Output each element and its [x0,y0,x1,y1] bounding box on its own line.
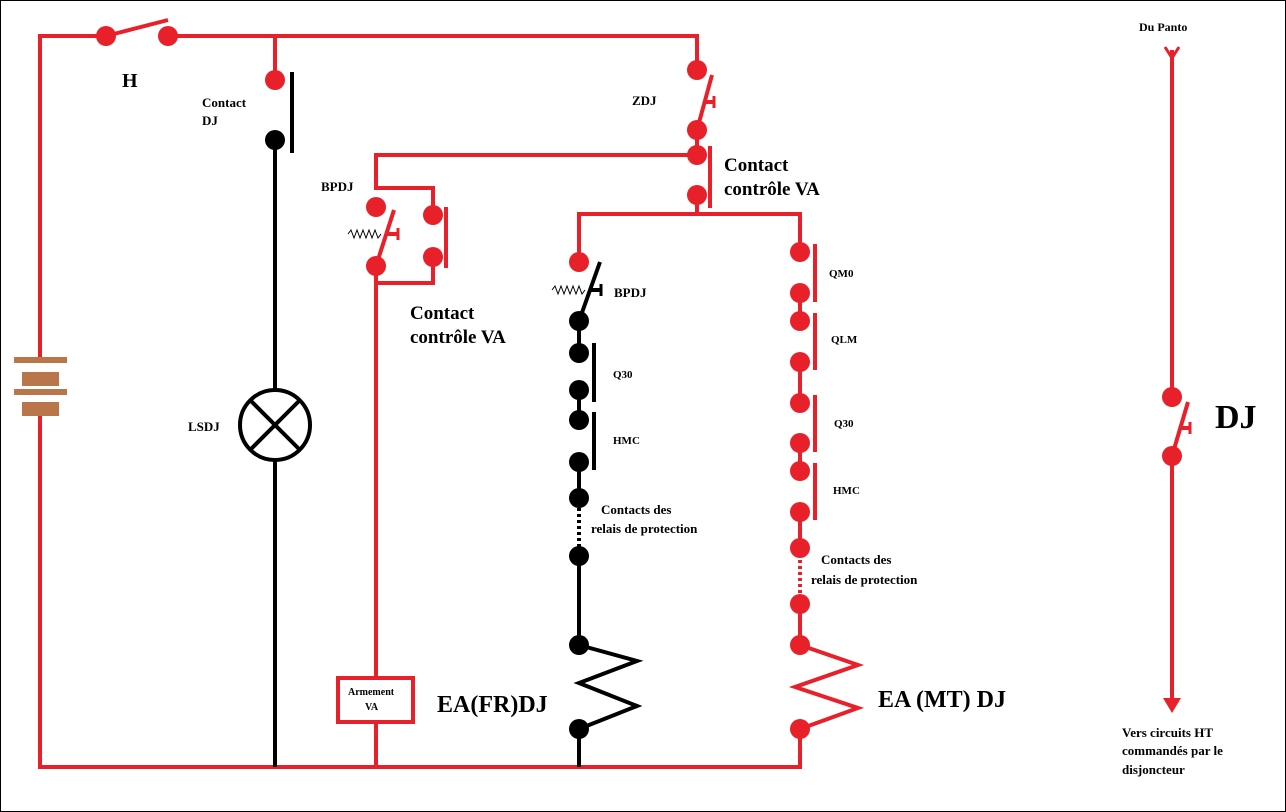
label-ea-mt: EA (MT) DJ [878,687,1006,713]
red-wiring [38,34,802,769]
label-va-left-1: Contact [410,303,475,324]
label-armement-1: Armement [348,687,395,698]
hmc-left-contact-icon [569,410,596,472]
label-armement-2: VA [365,702,379,713]
label-relais-left-1: Contacts des [601,502,671,517]
relay-right-contact-icon [790,538,810,614]
label-qlm: QLM [831,334,858,346]
label-lsdj: LSDJ [188,419,220,434]
panto-fork-icon [1163,46,1181,61]
va-top-contact-icon [687,145,712,208]
coil-mt-icon [788,635,865,739]
black-wiring [273,140,581,767]
va-left-contact-icon [423,205,448,268]
label-vers-3: disjoncteur [1122,762,1185,777]
label-q30-left: Q30 [613,369,633,381]
label-hmc-right: HMC [833,485,860,497]
lamp-icon [238,388,312,462]
label-contact-dj-2: DJ [202,113,218,128]
hmc-right-contact-icon [790,461,817,522]
relay-left-contact-icon [569,488,589,566]
contact-dj-icon [265,70,294,153]
label-relais-right-1: Contacts des [821,552,891,567]
bpdj-left-icon [347,197,400,276]
qlm-contact-icon [790,311,817,372]
label-va-top-2: contrôle VA [724,179,820,200]
armement-va-box [336,676,415,724]
label-zdj: ZDJ [632,93,657,108]
label-relais-right-2: relais de protection [811,572,918,587]
label-ea-fr: EA(FR)DJ [437,692,548,718]
label-contact-dj-1: Contact [202,95,247,110]
arrow-down-icon [1163,698,1181,713]
label-vers-2: commandés par le [1122,743,1223,758]
label-vers-1: Vers circuits HT [1122,725,1213,740]
bpdj-center-icon [551,252,603,331]
label-bpdj-center: BPDJ [614,285,647,300]
q30-right-contact-icon [790,393,817,453]
label-du-panto: Du Panto [1139,20,1187,34]
q30-left-contact-icon [569,343,596,402]
label-relais-left-2: relais de protection [591,521,698,536]
label-va-left-2: contrôle VA [410,327,506,348]
label-qm0: QM0 [829,268,854,280]
zdj-contact-icon [687,60,716,140]
label-hmc-left: HMC [613,435,640,447]
qm0-contact-icon [790,242,817,303]
label-q30-right: Q30 [834,418,854,430]
label-va-top-1: Contact [724,155,789,176]
switch-h-icon [96,18,178,46]
label-h: H [122,70,138,92]
label-bpdj-left: BPDJ [321,179,354,194]
label-dj-big: DJ [1215,399,1257,436]
coil-fr-icon [569,635,644,739]
battery-icon [14,357,67,416]
dj-breaker-icon [1162,387,1192,466]
